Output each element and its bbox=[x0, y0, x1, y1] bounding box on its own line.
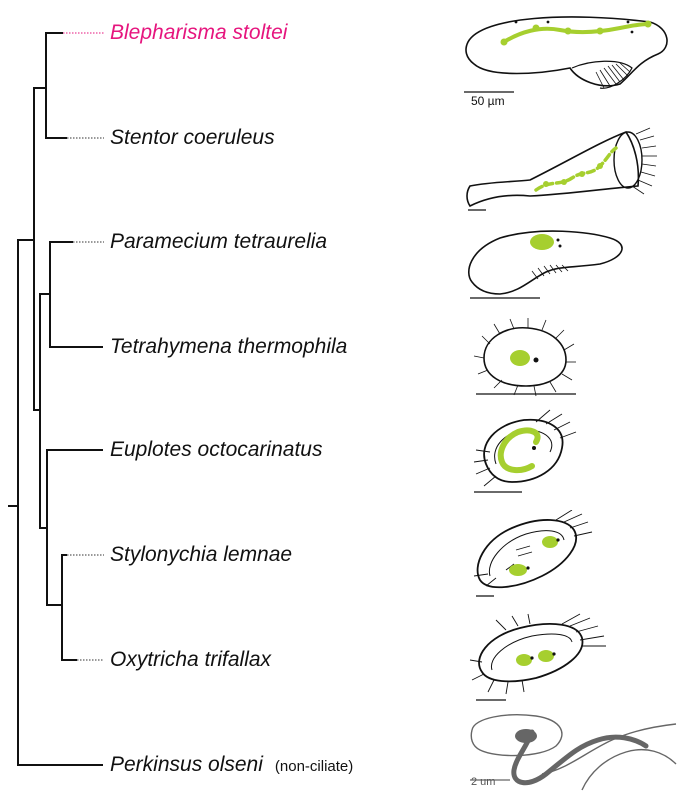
scale-bar-label: 50 µm bbox=[471, 94, 505, 108]
stentor-cell-icon bbox=[460, 124, 675, 216]
paramecium-cell-icon bbox=[460, 228, 675, 303]
blepharisma-cell-icon bbox=[460, 8, 675, 108]
perkinsus-cell-icon bbox=[466, 712, 678, 792]
taxon-label-euplotes: Euplotes octocarinatus bbox=[110, 438, 322, 462]
oxytricha-cell-icon bbox=[466, 612, 616, 704]
taxon-label-blepharisma: Blepharisma stoltei bbox=[110, 21, 287, 45]
taxon-label-stentor: Stentor coeruleus bbox=[110, 126, 275, 150]
euplotes-cell-icon bbox=[466, 408, 586, 496]
taxon-label-oxytricha: Oxytricha trifallax bbox=[110, 648, 271, 672]
tetrahymena-cell-icon bbox=[470, 318, 590, 398]
taxon-label-stylonychia: Stylonychia lemnae bbox=[110, 543, 292, 567]
perkinsus-scale-label: 2 um bbox=[471, 776, 495, 788]
non-ciliate-note: (non-ciliate) bbox=[275, 758, 353, 775]
stylonychia-cell-icon bbox=[466, 510, 596, 600]
taxon-label-tetrahymena: Tetrahymena thermophila bbox=[110, 335, 347, 359]
taxon-label-perkinsus: Perkinsus olseni(non-ciliate) bbox=[110, 753, 353, 779]
taxon-label-paramecium: Paramecium tetraurelia bbox=[110, 230, 327, 254]
